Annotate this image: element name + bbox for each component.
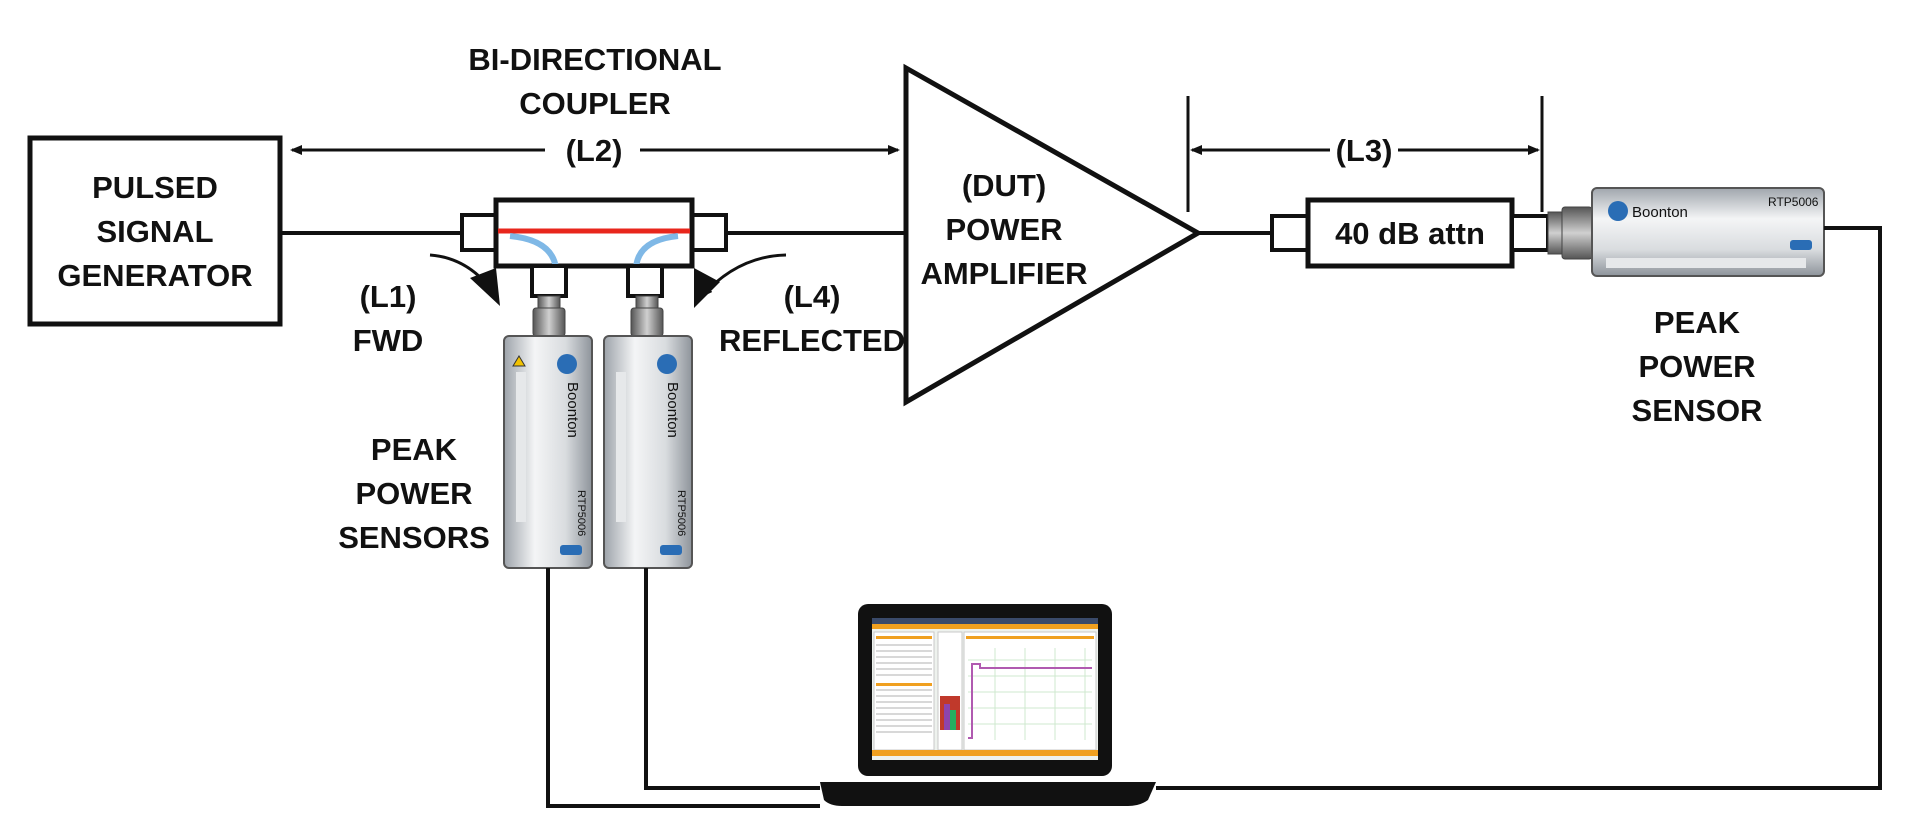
peak-power-sensors-label-line-1: PEAK bbox=[371, 432, 458, 467]
forward-sensor-cable bbox=[546, 568, 820, 808]
l3-dimension: (L3) bbox=[1186, 96, 1544, 212]
reflected-sensor-model: RTP5006 bbox=[675, 490, 687, 536]
peak-power-sensor-label-line-1: PEAK bbox=[1654, 305, 1741, 340]
peak-power-sensor-label-line-2: POWER bbox=[1638, 349, 1755, 384]
dut-label-line-1: (DUT) bbox=[962, 168, 1046, 203]
laptop bbox=[820, 604, 1156, 806]
attenuator: 40 dB attn bbox=[1270, 197, 1550, 269]
signal-generator-label-line-2: SIGNAL bbox=[96, 214, 213, 249]
signal-generator: PULSED SIGNAL GENERATOR bbox=[27, 135, 283, 327]
laptop-base bbox=[820, 782, 1156, 806]
peak-power-sensor-label-line-3: SENSOR bbox=[1632, 393, 1763, 428]
l1-label-line-2: FWD bbox=[353, 323, 424, 358]
output-sensor-brand: Boonton bbox=[1632, 204, 1688, 221]
signal-generator-label-line-1: PULSED bbox=[92, 170, 218, 205]
reflected-sensor-brand: Boonton bbox=[664, 382, 681, 438]
peak-power-sensors-label-line-3: SENSORS bbox=[338, 520, 490, 555]
output-sensor-model: RTP5006 bbox=[1768, 195, 1819, 209]
forward-arrow-head bbox=[470, 268, 500, 306]
forward-sensor-brand: Boonton bbox=[564, 382, 581, 438]
l4-label-line-2: REFLECTED bbox=[719, 323, 905, 358]
output-peak-power-sensor: Boonton RTP5006 bbox=[1547, 187, 1825, 277]
reflected-peak-power-sensor: Boonton RTP5006 bbox=[603, 295, 693, 569]
warning-icon bbox=[512, 355, 526, 367]
bi-directional-coupler bbox=[460, 197, 728, 298]
forward-peak-power-sensor: Boonton RTP5006 bbox=[503, 295, 593, 569]
reflected-sensor-cable bbox=[644, 568, 820, 790]
boonton-logo-icon bbox=[657, 354, 677, 374]
dut-label-line-2: POWER bbox=[945, 212, 1062, 247]
output-sensor-cable bbox=[1156, 226, 1882, 790]
l2-dimension: (L2) bbox=[290, 133, 900, 168]
attenuator-label: 40 dB attn bbox=[1335, 216, 1485, 251]
dut-power-amplifier: (DUT) POWER AMPLIFIER bbox=[903, 63, 1204, 407]
coupler-label-line-2: COUPLER bbox=[519, 86, 671, 121]
l3-label: (L3) bbox=[1336, 133, 1393, 168]
boonton-logo-icon bbox=[557, 354, 577, 374]
l2-label: (L2) bbox=[566, 133, 623, 168]
boonton-logo-icon bbox=[1608, 201, 1628, 221]
screen-trace bbox=[968, 663, 1092, 739]
dut-label-line-3: AMPLIFIER bbox=[920, 256, 1087, 291]
reflected-arrow-head bbox=[694, 268, 720, 308]
peak-power-sensors-label-line-2: POWER bbox=[355, 476, 472, 511]
coupler-label-line-1: BI-DIRECTIONAL bbox=[468, 42, 721, 77]
forward-sensor-model: RTP5006 bbox=[575, 490, 587, 536]
l4-label-line-1: (L4) bbox=[784, 279, 841, 314]
reflected-port-arrow bbox=[700, 253, 787, 298]
l1-label-line-1: (L1) bbox=[360, 279, 417, 314]
signal-generator-label-line-3: GENERATOR bbox=[57, 258, 252, 293]
